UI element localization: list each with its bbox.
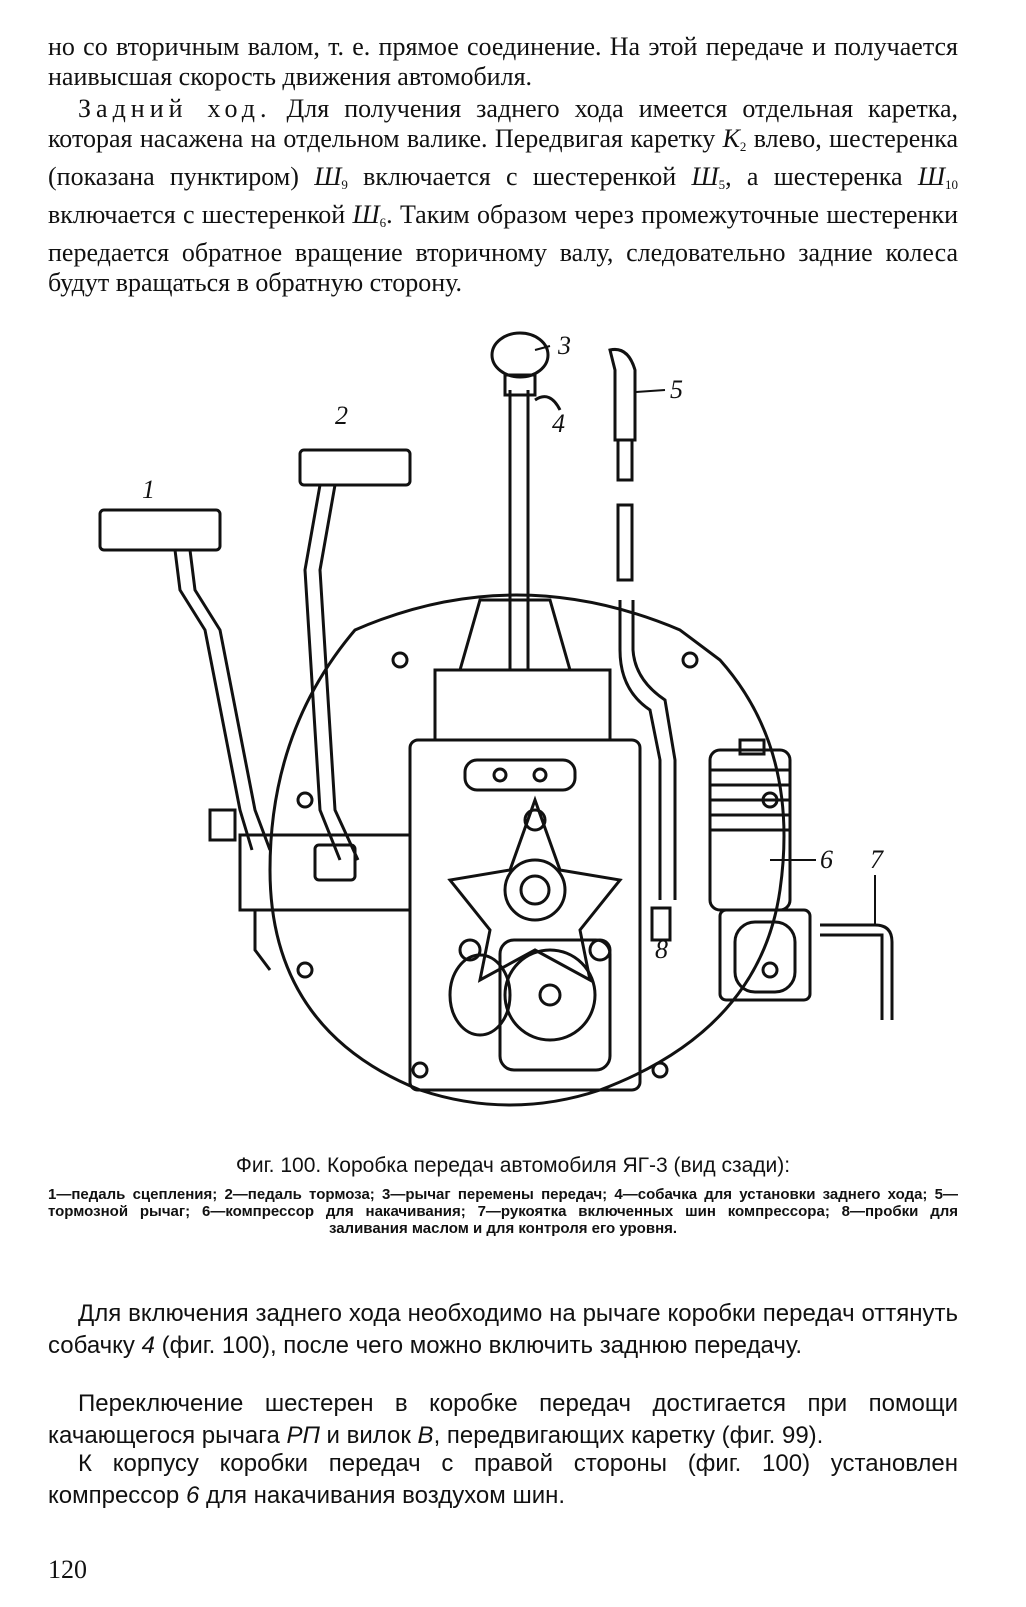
symbol-subscript: 9 <box>341 177 348 192</box>
paragraph-reverse-pawl: Для включения заднего хода необходимо на… <box>48 1298 958 1362</box>
figure-reference: 4 <box>141 1332 155 1359</box>
gear-lever <box>508 390 530 670</box>
symbol-rp: РП <box>286 1422 320 1449</box>
figure-label-4: 4 <box>552 409 565 438</box>
symbol-v: В <box>417 1422 434 1449</box>
symbol-sh: Ш <box>917 162 945 191</box>
paragraph-text: Для получения заднего хода имеется отдел… <box>48 94 958 153</box>
paragraph-text: . Таким образом через промежуточные шест… <box>48 200 958 297</box>
paragraph-text: влево, шестеренка (показана пунктиром) <box>48 124 958 191</box>
figure-label-5: 5 <box>670 375 683 404</box>
paragraph-text: включается с шестеренкой <box>48 200 353 229</box>
oil-plug <box>650 906 672 942</box>
paragraph-text: (фиг. 100), после чего можно включить за… <box>154 1332 803 1359</box>
paragraph-text: , а шестеренка <box>725 162 918 191</box>
paragraph-text: , передвигающих каретку (фиг. 99). <box>433 1422 824 1449</box>
figure-label-8: 8 <box>655 935 668 964</box>
symbol-subscript: 2 <box>739 139 747 154</box>
figure-caption-title: Фиг. 100. Коробка передач автомобиля ЯГ-… <box>235 1154 791 1177</box>
symbol-subscript: 5 <box>718 177 726 192</box>
compressor-handle <box>820 923 894 1020</box>
paragraph-text: и вилок <box>319 1422 418 1449</box>
figure-caption-legend: 1—педаль сцепления; 2—педаль тормоза; 3—… <box>48 1186 958 1237</box>
paragraph-text: включается с шестеренкой <box>347 162 692 191</box>
clutch-pedal <box>98 508 222 552</box>
gearbox-body <box>408 738 642 1092</box>
figure-label-6: 6 <box>820 845 833 874</box>
paragraph-text: Переключение шестерен в коробке передач … <box>48 1390 958 1449</box>
page-number: 120 <box>48 1555 87 1584</box>
paragraph-direct-drive: но со вторичным валом, т. е. прямое соед… <box>48 32 958 92</box>
paragraph-compressor: К корпусу коробки передач с правой сторо… <box>48 1448 958 1512</box>
figure-label-3: 3 <box>557 331 571 360</box>
bell-housing <box>268 593 786 1107</box>
paragraph-text: для накачивания воздухом шин. <box>199 1482 566 1509</box>
symbol-subscript: 10 <box>945 177 958 192</box>
paragraph-shifting: Переключение шестерен в коробке передач … <box>48 1388 958 1452</box>
paragraph-reverse: Задний ход. Для получения заднего хода и… <box>48 94 958 298</box>
brake-lever <box>608 347 637 442</box>
paragraph-text: но со вторичным валом, т. е. прямое соед… <box>48 32 958 91</box>
gearbox-figure: 1 2 3 4 5 6 7 8 <box>98 331 894 1107</box>
figure-label-1: 1 <box>142 475 155 504</box>
drive-flange <box>447 795 623 983</box>
symbol-sh: Ш <box>314 162 342 191</box>
paragraph-text: Для включения заднего хода необходимо на… <box>48 1300 958 1359</box>
symbol-sh: Ш <box>352 200 380 229</box>
figure-label-2: 2 <box>335 401 348 430</box>
figure-label-7: 7 <box>870 845 884 874</box>
paragraph-text: К корпусу коробки передач с правой сторо… <box>48 1450 958 1509</box>
symbol-sh: Ш <box>691 162 719 191</box>
figure-reference: 6 <box>185 1482 200 1509</box>
section-heading-reverse: Задний ход. <box>78 94 272 123</box>
symbol-k: К <box>722 124 740 153</box>
symbol-subscript: 6 <box>379 215 387 230</box>
brake-pedal <box>298 448 412 487</box>
